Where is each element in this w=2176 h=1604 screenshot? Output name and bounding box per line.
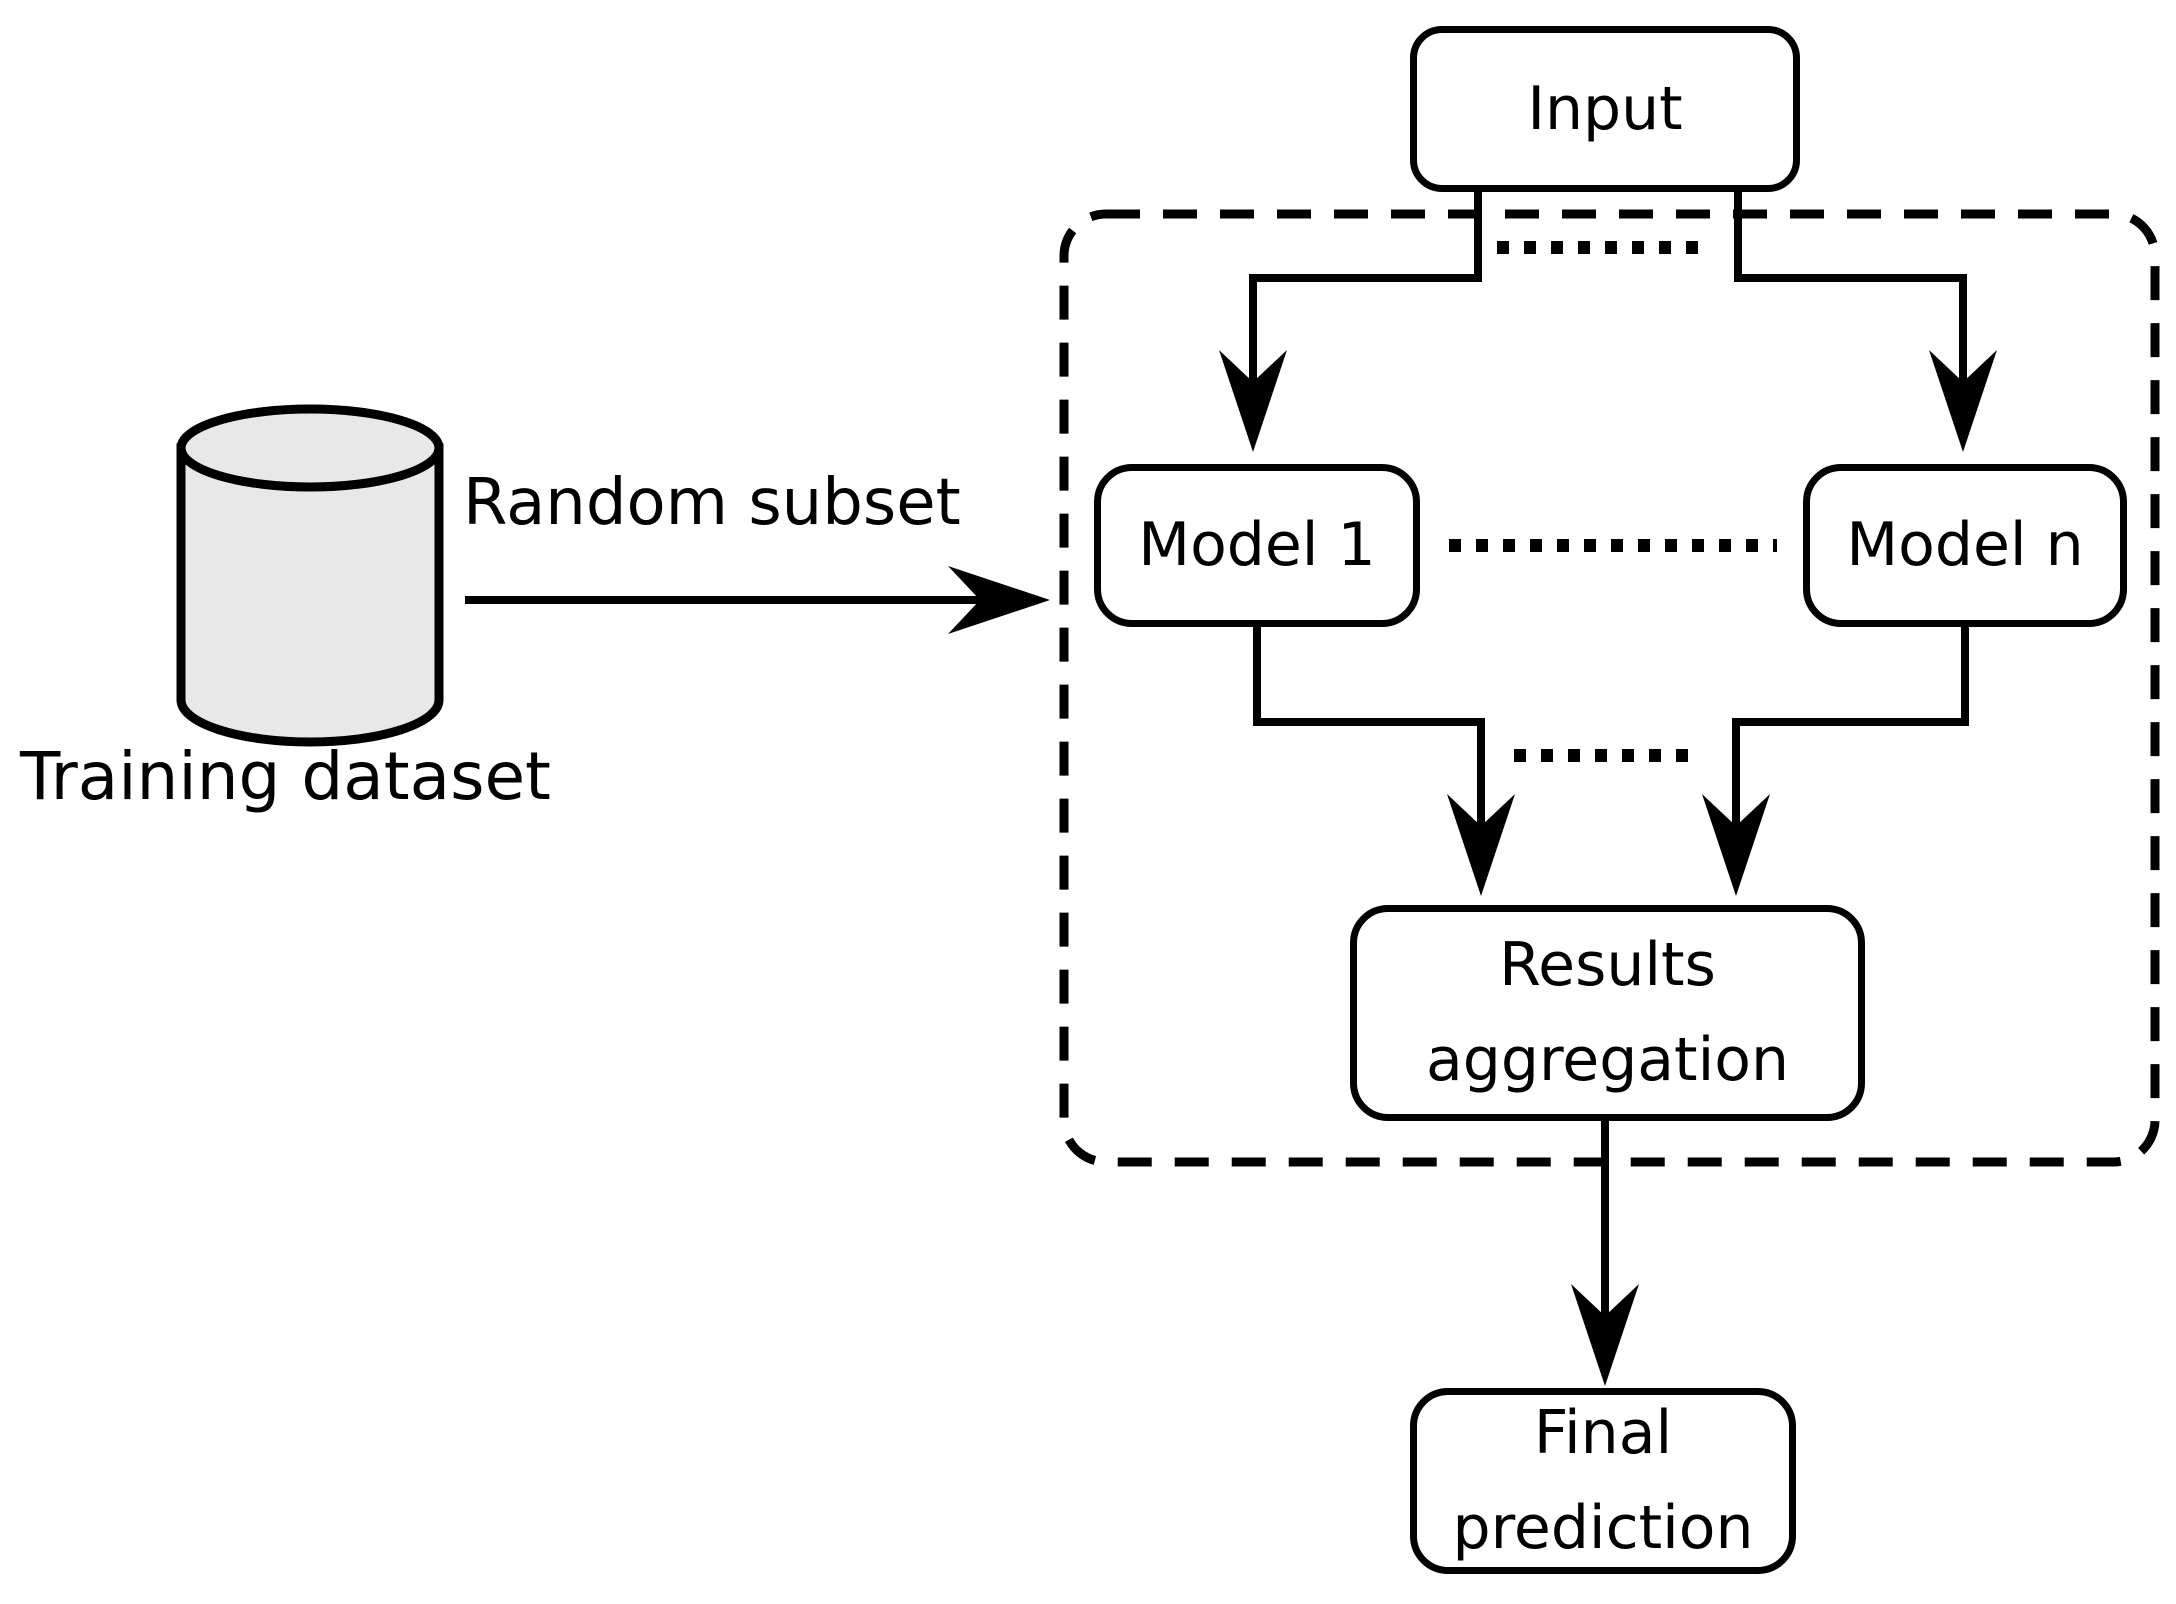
edge-to-model1-stem-line: [1249, 274, 1257, 392]
edge-aggregation-to-final-line: [1601, 1118, 1609, 1323]
models-ellipsis-dotted-line: [1449, 539, 1777, 552]
node-final-prediction-line1: Final: [1533, 1398, 1673, 1469]
edge-left-aggregation-stem-line: [1477, 718, 1485, 834]
training-dataset-label: Training dataset: [20, 738, 551, 815]
node-input: Input: [1410, 26, 1800, 192]
edge-to-modeln-elbow-line: [1734, 274, 1967, 282]
edge-model1-converge-line: [1253, 718, 1485, 726]
node-model-n-label: Model n: [1846, 510, 2084, 581]
database-cylinder-icon: [176, 404, 444, 747]
edge-input-right-drop-line: [1734, 188, 1742, 282]
node-results-aggregation-line2: aggregation: [1426, 1025, 1789, 1095]
arrowhead-down-modeln-icon: [1929, 350, 1997, 452]
random-subset-label: Random subset: [463, 466, 961, 540]
node-model-1: Model 1: [1094, 464, 1420, 627]
ensemble-container-dashed-border: [1059, 209, 2160, 1167]
edge-model1-down-line: [1253, 627, 1261, 726]
edge-modeln-converge-line: [1732, 718, 1969, 726]
edge-to-modeln-stem-line: [1959, 274, 1967, 392]
arrowhead-down-aggregation-right-icon: [1702, 794, 1770, 896]
edge-right-aggregation-stem-line: [1732, 718, 1740, 834]
aggregation-ellipsis-dotted-line: [1514, 749, 1702, 762]
arrowhead-down-model1-icon: [1219, 350, 1287, 452]
node-final-prediction: Final prediction: [1410, 1388, 1796, 1574]
edge-input-left-drop-line: [1474, 188, 1482, 282]
arrowhead-right-icon: [948, 566, 1050, 634]
edge-modeln-down-line: [1961, 627, 1969, 726]
arrowhead-down-aggregation-left-icon: [1447, 794, 1515, 896]
input-branch-ellipsis-dotted-line: [1497, 241, 1711, 254]
node-input-label: Input: [1527, 73, 1683, 144]
node-model-n: Model n: [1803, 464, 2127, 627]
node-final-prediction-line2: prediction: [1452, 1493, 1754, 1563]
node-results-aggregation: Results aggregation: [1350, 905, 1865, 1121]
edge-to-model1-elbow-line: [1249, 274, 1482, 282]
node-model-1-label: Model 1: [1138, 510, 1376, 581]
node-results-aggregation-line1: Results: [1499, 930, 1716, 1001]
arrowhead-down-final-icon: [1571, 1284, 1639, 1386]
edge-dataset-to-ensemble-line: [465, 596, 990, 604]
